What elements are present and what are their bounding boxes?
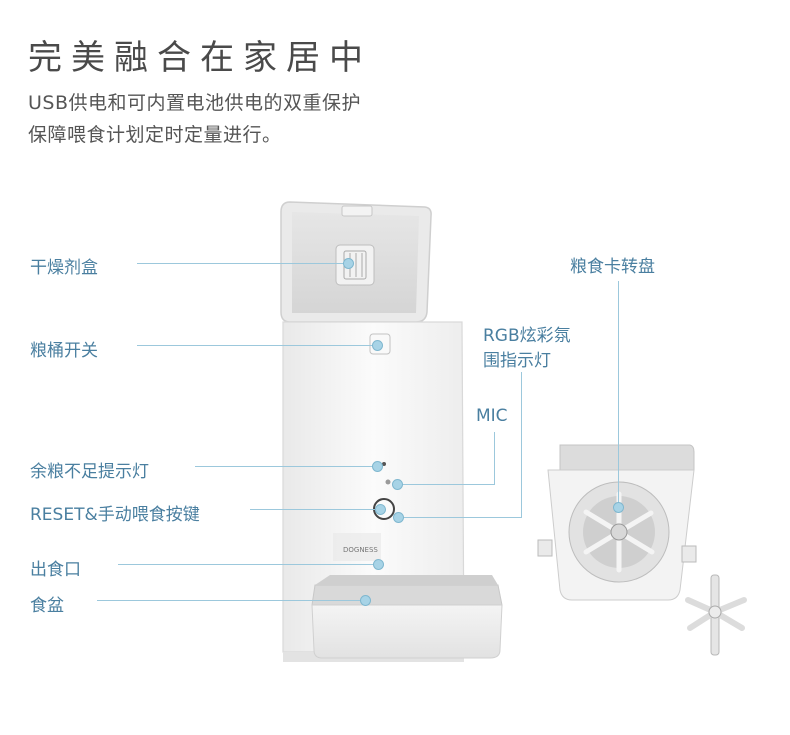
leader-line-turntable	[618, 281, 619, 506]
label-mic: MIC	[476, 406, 508, 426]
leader-line-food-outlet	[118, 564, 376, 565]
leader-line-desiccant-box	[137, 263, 347, 264]
leader-line-reset-button	[250, 509, 378, 510]
leader-line-mic-horizontal	[396, 484, 495, 485]
food-bowl	[311, 575, 503, 659]
callout-dot-reset-button	[375, 504, 386, 515]
label-bucket-switch: 粮桶开关	[30, 341, 98, 361]
turntable-housing	[537, 444, 697, 601]
label-food-outlet: 出食口	[30, 560, 81, 580]
leader-line-bucket-switch	[137, 345, 375, 346]
leader-line-low-food-light	[195, 466, 375, 467]
label-rgb-light-line2: 围指示灯	[483, 351, 551, 371]
subtitle-line-2: 保障喂食计划定时定量进行。	[28, 124, 282, 146]
callout-dot-turntable	[613, 502, 624, 513]
callout-dot-desiccant-box	[343, 258, 354, 269]
brand-logo: DOGNESS	[343, 546, 378, 554]
page-title: 完美融合在家居中	[28, 38, 372, 78]
leader-line-rgb-light-vertical	[521, 372, 522, 518]
desiccant-box	[335, 244, 375, 286]
label-desiccant-box: 干燥剂盒	[30, 258, 98, 278]
callout-dot-food-outlet	[373, 559, 384, 570]
turntable-part	[685, 574, 747, 656]
callout-dot-rgb-light	[393, 512, 404, 523]
callout-dot-bucket-switch	[372, 340, 383, 351]
label-low-food-light: 余粮不足提示灯	[30, 462, 149, 482]
leader-line-mic-vertical	[494, 432, 495, 485]
leader-line-food-bowl	[97, 600, 363, 601]
leader-line-rgb-light-horizontal	[397, 517, 522, 518]
label-rgb-light-line1: RGB炫彩氛	[483, 326, 571, 346]
label-reset-button: RESET&手动喂食按键	[30, 505, 200, 525]
callout-dot-food-bowl	[360, 595, 371, 606]
label-food-bowl: 食盆	[30, 596, 64, 616]
label-turntable: 粮食卡转盘	[570, 257, 655, 277]
subtitle-line-1: USB供电和可内置电池供电的双重保护	[28, 92, 362, 114]
callout-dot-mic	[392, 479, 403, 490]
callout-dot-low-food-light	[372, 461, 383, 472]
